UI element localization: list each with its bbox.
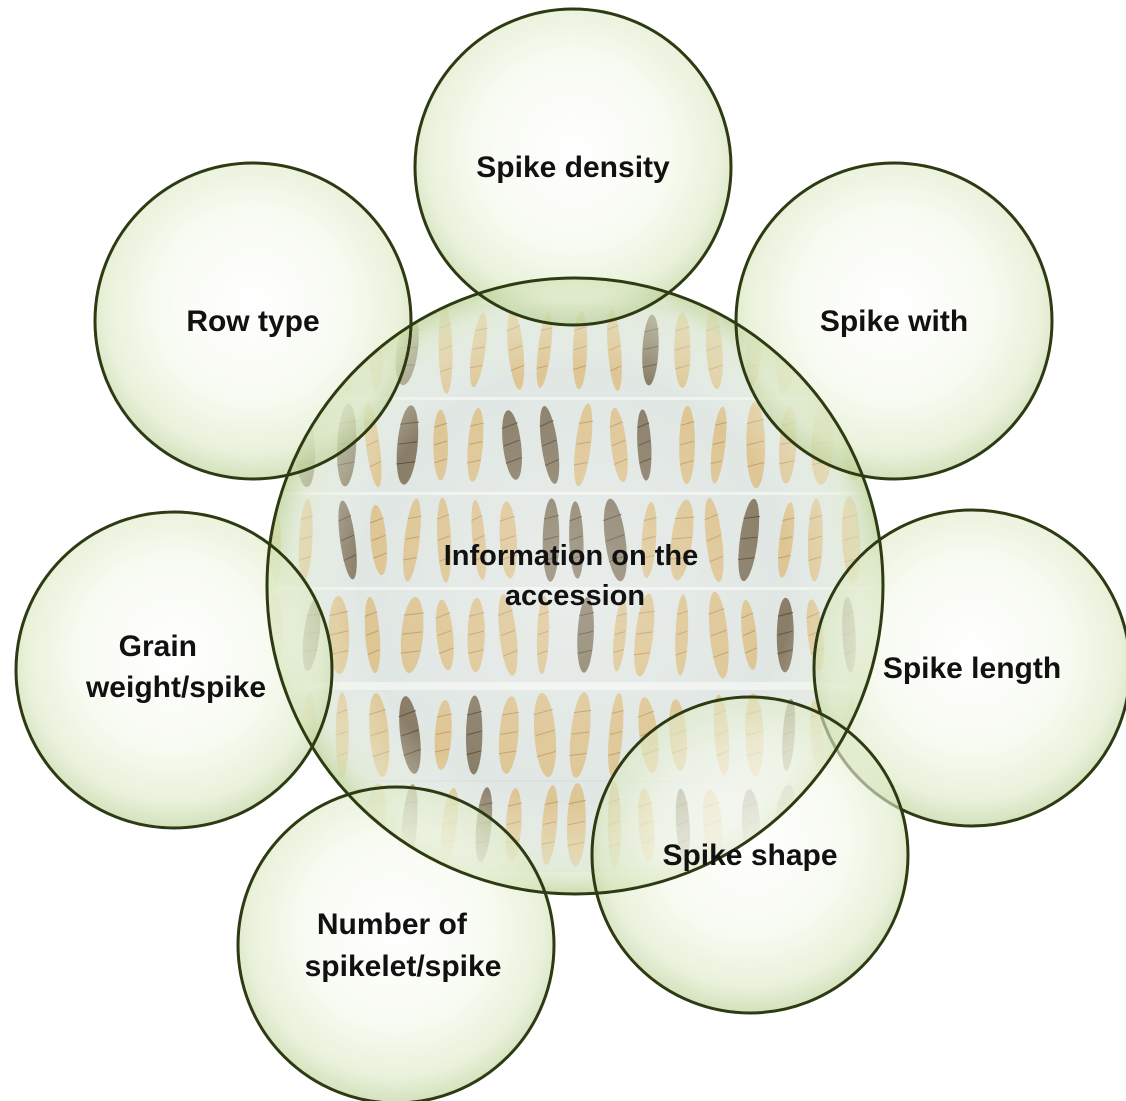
center-label-line-1: Information on the <box>444 540 699 572</box>
spike-with-label-line-1: Spike with <box>820 305 968 338</box>
spike-length-label: Spike length <box>883 652 1061 685</box>
spike-density-label-line-1: Spike density <box>476 151 670 184</box>
spike-kernel-line <box>269 821 285 826</box>
spike-length-label-line-1: Spike length <box>883 652 1061 685</box>
center-label-line-2: accession <box>505 580 645 612</box>
grain-weight-label-line-1: Grain <box>119 630 197 663</box>
spike-shape-label: Spike shape <box>662 839 837 872</box>
row-type-label: Row type <box>186 305 319 338</box>
spike-shape-label-line-1: Spike shape <box>662 839 837 872</box>
spike-density-label: Spike density <box>476 151 670 184</box>
spike-kernel-line <box>884 516 895 520</box>
number-of-spikelet-label-line-1: Number of <box>317 908 468 941</box>
grain-weight-bubble <box>16 512 332 828</box>
grain-weight-label-line-2: weight/spike <box>85 671 266 704</box>
spike-kernel-line <box>270 803 286 808</box>
number-of-spikelet-bubble <box>238 787 554 1101</box>
number-of-spikelet-label-line-2: spikelet/spike <box>305 950 502 983</box>
spike-with-label: Spike with <box>820 305 968 338</box>
row-type-label-line-1: Row type <box>186 305 319 338</box>
